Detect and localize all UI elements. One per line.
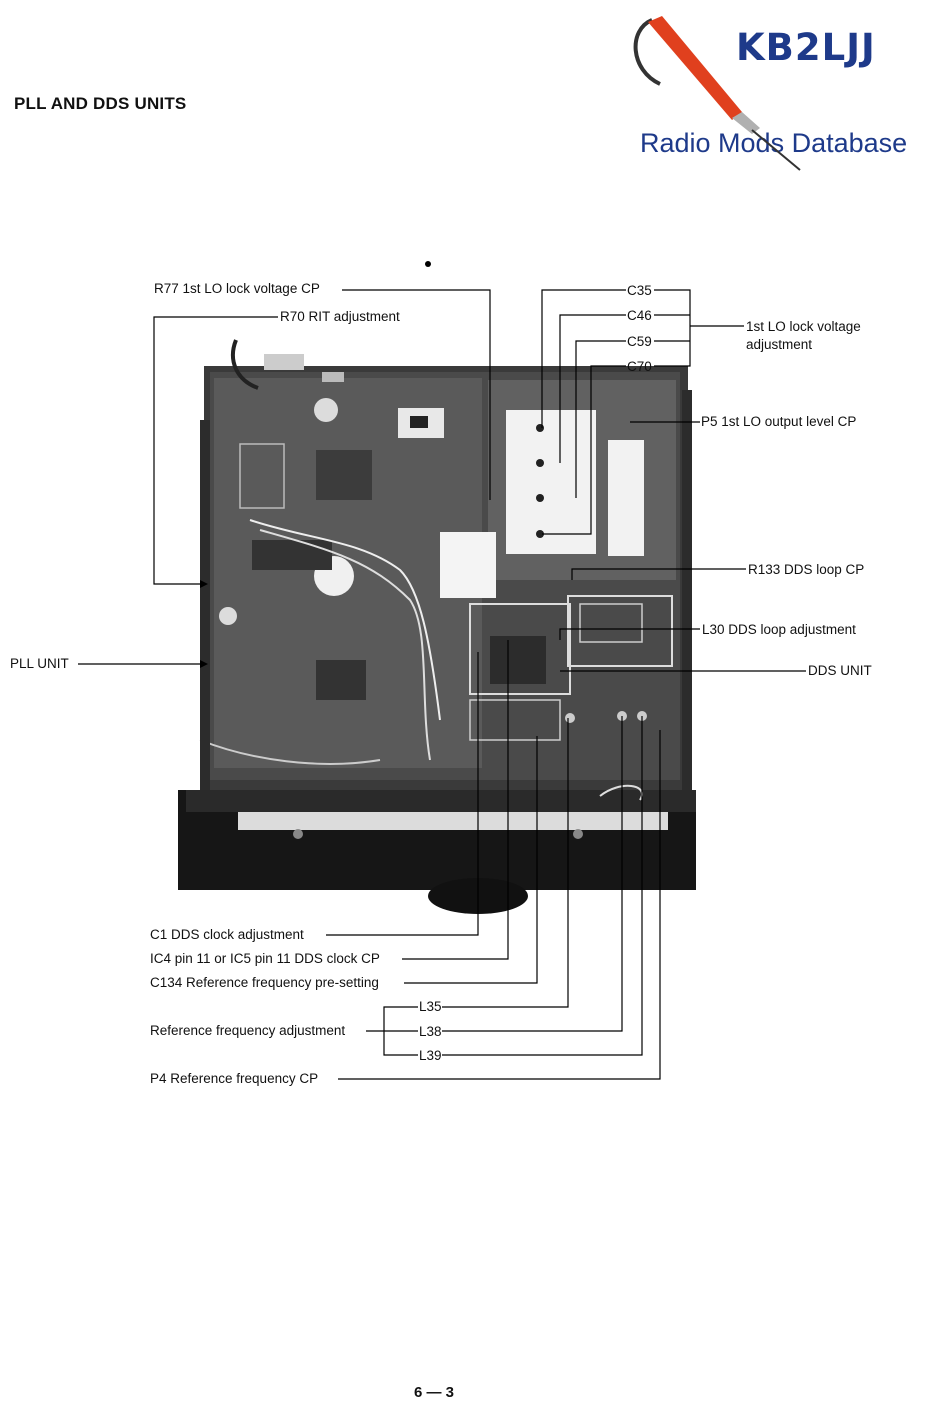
label-p5: P5 1st LO output level CP: [701, 414, 857, 429]
page-number: 6 — 3: [414, 1384, 455, 1401]
logo-subtitle: Radio Mods Database: [640, 128, 908, 158]
label-l30: L30 DDS loop adjustment: [702, 622, 856, 637]
label-dds-unit: DDS UNIT: [808, 663, 872, 678]
leader-lines: [78, 289, 806, 1080]
label-r133: R133 DDS loop CP: [748, 562, 865, 577]
label-lo-lock-line1: 1st LO lock voltage: [746, 319, 861, 334]
soldering-iron-icon: [633, 16, 801, 171]
label-c134: C134 Reference frequency pre-setting: [150, 975, 379, 990]
page-title: PLL AND DDS UNITS: [14, 94, 187, 113]
label-ref-adj: Reference frequency adjustment: [150, 1023, 346, 1038]
logo-title: KB2LJJ: [736, 26, 876, 69]
label-ic4: IC4 pin 11 or IC5 pin 11 DDS clock CP: [150, 951, 380, 966]
label-c1: C1 DDS clock adjustment: [150, 927, 304, 942]
label-pll-unit: PLL UNIT: [10, 656, 69, 671]
label-c46: C46: [627, 308, 652, 323]
label-r77: R77 1st LO lock voltage CP: [154, 281, 320, 296]
arrow-heads: [200, 580, 208, 668]
label-c70: C70: [627, 359, 652, 374]
chassis-photo: [178, 339, 696, 914]
label-p4: P4 Reference frequency CP: [150, 1071, 319, 1086]
label-l35: L35: [419, 999, 442, 1014]
dot-mark: [425, 261, 431, 267]
label-r70: R70 RIT adjustment: [280, 309, 400, 324]
label-c59: C59: [627, 334, 652, 349]
label-l39: L39: [419, 1048, 442, 1063]
label-c35: C35: [627, 283, 652, 298]
label-l38: L38: [419, 1024, 442, 1039]
label-lo-lock-line2: adjustment: [746, 337, 813, 352]
